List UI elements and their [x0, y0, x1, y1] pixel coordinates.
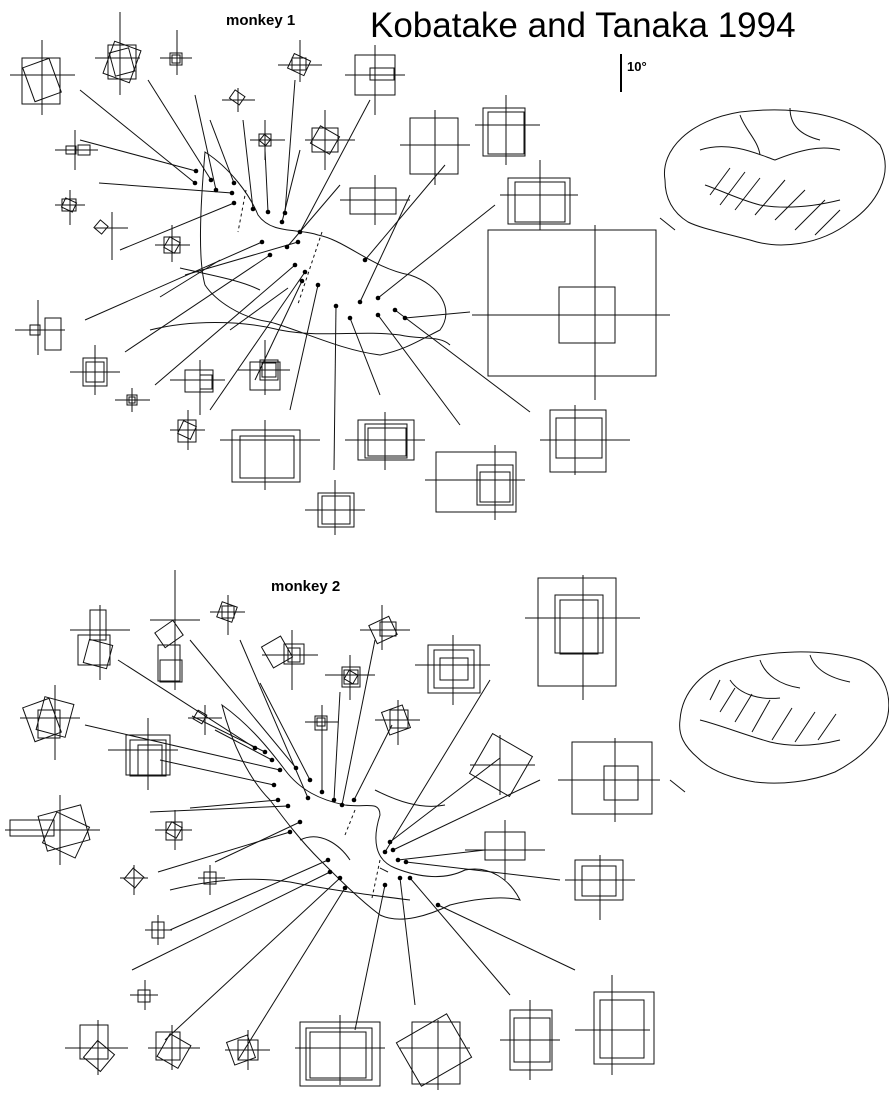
brain-inset-2	[669, 651, 889, 793]
panel-monkey-1	[10, 12, 886, 535]
dashed-boundary-4	[371, 859, 381, 899]
cortex-outline-1	[200, 151, 447, 356]
leader-lines-2	[84, 639, 576, 1061]
sulcus-5	[374, 789, 446, 807]
leader-lines-1	[79, 79, 531, 471]
recording-sites-2	[252, 745, 441, 908]
recording-sites-1	[192, 168, 408, 321]
panel-label-monkey-1: monkey 1	[226, 12, 296, 29]
brain-inset-1	[659, 107, 886, 246]
scale-bar: 10°	[620, 54, 647, 92]
cortex-outline-2	[221, 703, 521, 920]
dashed-boundary-1	[237, 189, 247, 233]
sulcus-1	[149, 322, 451, 346]
receptive-fields-1	[10, 12, 670, 535]
dashed-boundary-3	[344, 809, 356, 836]
panel-monkey-2	[5, 570, 889, 1090]
sulcus-4	[299, 836, 351, 861]
figure-title: Kobatake and Tanaka 1994	[370, 6, 796, 45]
panel-label-monkey-2: monkey 2	[271, 578, 341, 595]
scale-bar-label: 10°	[627, 59, 647, 74]
receptive-fields-2	[5, 570, 660, 1090]
dashed-boundary-2	[297, 231, 323, 305]
sulcus-3	[169, 878, 411, 901]
sulcus-2	[179, 267, 261, 291]
